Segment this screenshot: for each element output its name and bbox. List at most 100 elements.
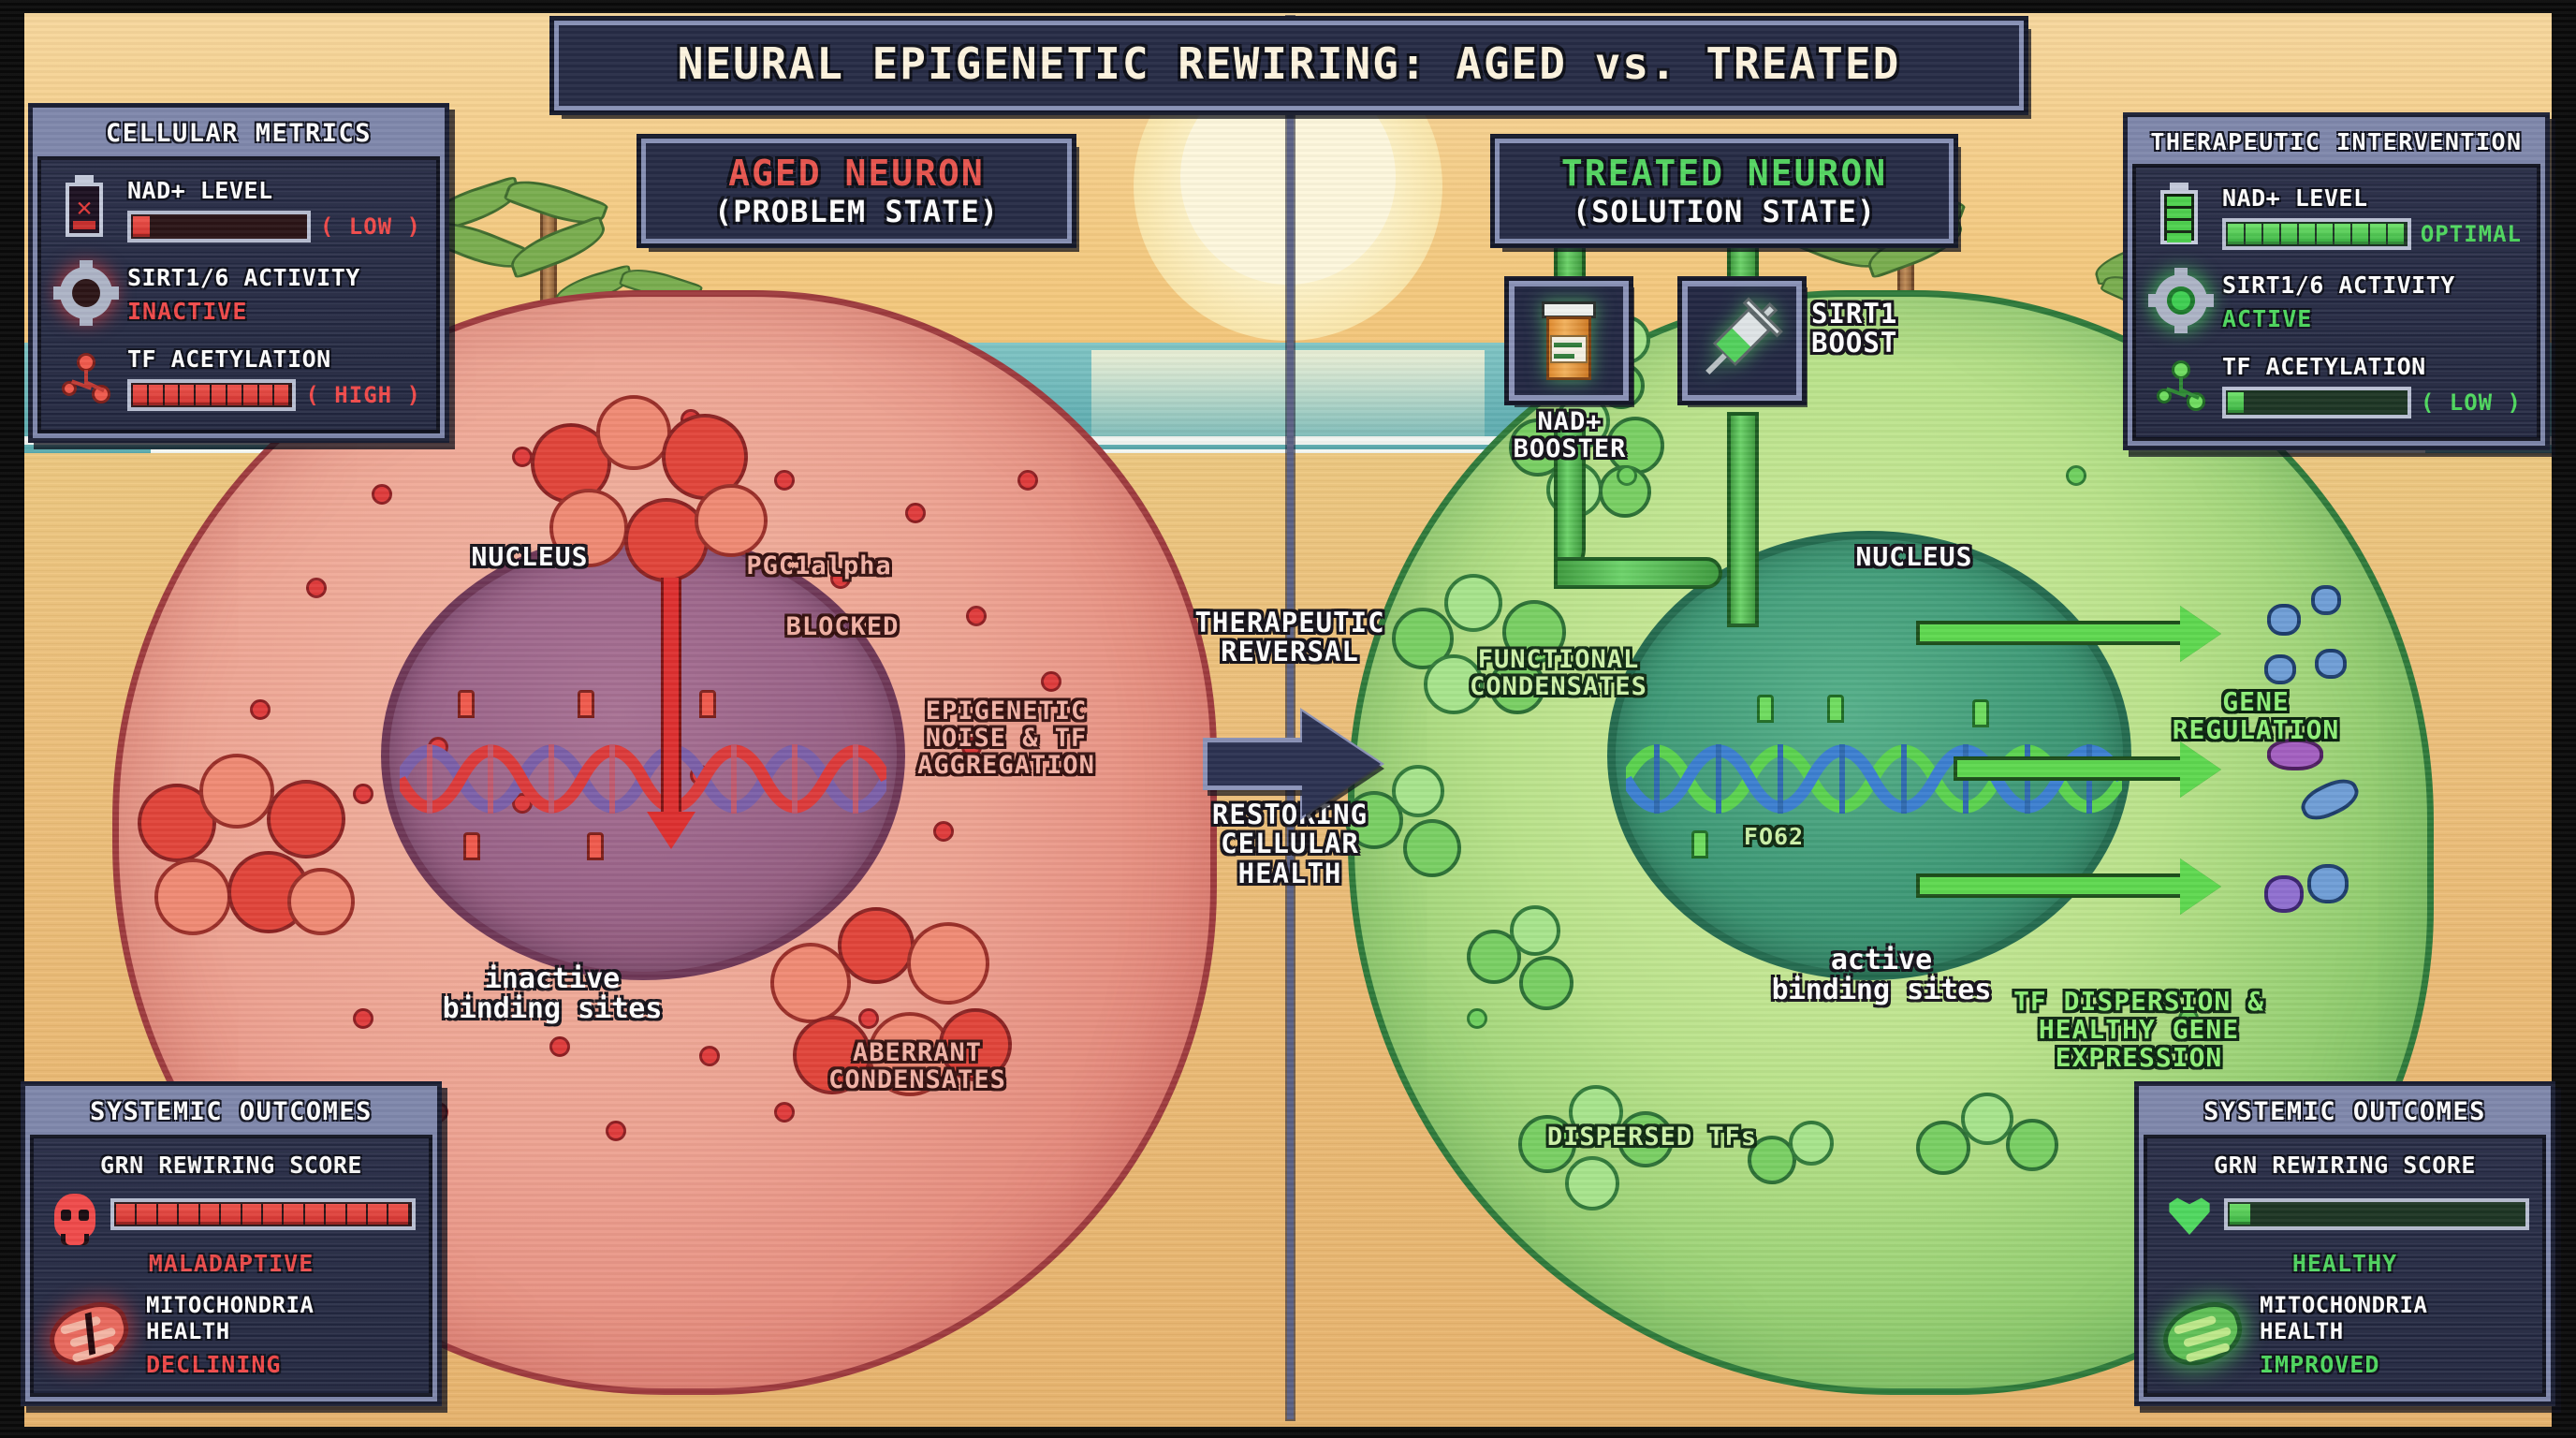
aged-binding-sites-label: inactive binding sites	[442, 962, 663, 1026]
bar-segment	[326, 1204, 345, 1225]
grn-status: HEALTHY	[2291, 1250, 2398, 1277]
nad-level-tag: OPTIMAL	[2420, 221, 2522, 247]
grn-score-label: GRN REWIRING SCORE	[100, 1152, 362, 1179]
bar-segment	[2245, 224, 2261, 244]
left-systemic-outcomes-panel: SYSTEMIC OUTCOMES GRN REWIRING SCORE MAL…	[21, 1081, 442, 1406]
left-outcomes-title: SYSTEMIC OUTCOMES	[90, 1097, 373, 1126]
treated-nucleus-label: NUCLEUS	[1855, 541, 1973, 572]
mito-health-label: MITOCHONDRIA HEALTH	[2260, 1292, 2428, 1344]
aged-banner-title: AGED NEURON	[728, 153, 985, 194]
sirt1-delivery-tube	[1727, 412, 1759, 627]
blocked-label: BLOCKED	[785, 612, 900, 641]
bar-segment	[179, 1204, 198, 1225]
bar-segment	[242, 385, 257, 405]
mitochondria-damaged-icon	[42, 1295, 136, 1373]
tf-acetylation-bar	[127, 379, 297, 411]
functional-condensate	[1916, 1093, 2075, 1214]
bar-segment	[2387, 224, 2404, 244]
gene-regulation-arrow	[1916, 606, 2253, 666]
tf-dispersion-label: TF DISPERSION & HEALTHY GENE EXPRESSION	[2013, 986, 2264, 1074]
tf-acetylation-tag: ( LOW )	[2420, 389, 2522, 416]
grn-score-bar	[110, 1198, 416, 1230]
functional-condensate	[1518, 1083, 1696, 1224]
functional-condensate	[1345, 765, 1504, 896]
gear-glow-icon	[2148, 268, 2214, 333]
bar-segment	[2228, 224, 2244, 244]
syringe-icon	[1681, 280, 1803, 402]
metric-nad-level: ✕ NAD+ LEVEL ( LOW )	[56, 175, 421, 242]
bar-segment	[221, 1204, 241, 1225]
pgc1alpha-condensate-label: PGC1alpha	[746, 551, 892, 580]
bar-segment	[2351, 224, 2368, 244]
gene-regulation-arrow	[1916, 858, 2253, 918]
bar-segment	[157, 1204, 178, 1225]
metric-label: NAD+ LEVEL	[127, 177, 273, 204]
heart-icon	[2160, 1188, 2211, 1240]
functional-condensates-label: FUNCTIONAL CONDENSATES	[1470, 645, 1647, 702]
gene-regulation-arrow	[1954, 741, 2262, 801]
nucleus-tf-label: FO62	[1743, 823, 1805, 850]
skull-icon	[47, 1188, 97, 1245]
epigenetic-noise-label: EPIGENETIC NOISE & TF AGGREGATION	[917, 697, 1095, 781]
metric-label: TF ACETYLATION	[127, 345, 331, 373]
mito-status: IMPROVED	[2260, 1351, 2380, 1378]
bar-segment	[2316, 224, 2333, 244]
aberrant-condensate	[512, 386, 783, 592]
page-title: NEURAL EPIGENETIC REWIRING: AGED vs. TRE…	[677, 38, 1901, 89]
metric-nad-level: NAD+ LEVEL OPTIMAL	[2151, 183, 2522, 250]
bar-segment	[148, 385, 163, 405]
metric-sirt-activity: SIRT1/6 ACTIVITY INACTIVE	[53, 260, 421, 326]
bar-segment	[304, 1204, 325, 1225]
nad-level-tag: ( LOW )	[319, 213, 421, 240]
gene-regulation-label: GENE REGULATION	[2172, 686, 2340, 746]
bar-segment	[2369, 224, 2386, 244]
tf-acetylation-tag: ( HIGH )	[305, 382, 421, 408]
bar-segment	[262, 1204, 283, 1225]
restoring-health-label: RESTORING CELLULAR HEALTH	[1211, 799, 1368, 889]
metric-label: SIRT1/6 ACTIVITY	[127, 263, 360, 291]
center-divider	[1287, 17, 1294, 1419]
bar-segment	[346, 1204, 367, 1225]
grn-score-bar	[2224, 1198, 2529, 1230]
metric-label: NAD+ LEVEL	[2222, 184, 2368, 212]
functional-condensate	[1392, 568, 1588, 727]
pill-bottle-icon	[1540, 301, 1598, 380]
metric-sirt-activity: SIRT1/6 ACTIVITY ACTIVE	[2148, 268, 2522, 333]
metric-tf-acetylation: TF ACETYLATION ( HIGH )	[56, 345, 421, 411]
therapeutic-panel-title: THERAPEUTIC INTERVENTION	[2150, 128, 2523, 155]
mito-status: DECLINING	[146, 1351, 282, 1378]
bar-segment	[212, 385, 226, 405]
cellular-metrics-title: CELLULAR METRICS	[105, 119, 373, 148]
tf-acetylation-bar	[2222, 387, 2411, 418]
bar-segment	[274, 385, 289, 405]
grn-status: MALADAPTIVE	[148, 1250, 315, 1277]
tf-molecule-icon	[2151, 355, 2209, 417]
blocked-transport-arrow	[643, 578, 699, 877]
nad-booster-device[interactable]	[1504, 276, 1633, 405]
aberrant-condensates-label: ABERRANT CONDENSATES	[828, 1038, 1006, 1095]
metric-tf-acetylation: TF ACETYLATION ( LOW )	[2151, 353, 2522, 418]
grn-score-label: GRN REWIRING SCORE	[2214, 1152, 2476, 1179]
dispersed-tfs-label: DISPERSED TFs	[1546, 1123, 1758, 1152]
sirt-status: INACTIVE	[127, 297, 248, 325]
main-title-banner: NEURAL EPIGENETIC REWIRING: AGED vs. TRE…	[549, 16, 2028, 115]
right-arrow-icon	[1203, 708, 1384, 820]
bar-segment	[242, 1204, 261, 1225]
nad-booster-label: NAD+ BOOSTER	[1513, 407, 1627, 464]
bar-segment	[2334, 224, 2350, 244]
sirt-status: ACTIVE	[2222, 304, 2313, 332]
bar-segment	[199, 1204, 220, 1225]
bar-segment	[133, 385, 147, 405]
battery-empty-icon: ✕	[56, 175, 114, 241]
therapeutic-intervention-panel: THERAPEUTIC INTERVENTION NAD+ LEVEL OPTI…	[2123, 112, 2550, 450]
functional-condensate	[1467, 905, 1617, 1027]
sirt1-boost-device[interactable]	[1677, 276, 1807, 405]
aged-nucleus-label: NUCLEUS	[471, 541, 589, 572]
metric-label: SIRT1/6 ACTIVITY	[2222, 271, 2455, 299]
bar-segment	[196, 385, 211, 405]
treated-binding-sites-label: active binding sites	[1771, 944, 1992, 1007]
right-systemic-outcomes-panel: SYSTEMIC OUTCOMES GRN REWIRING SCORE HEA…	[2134, 1081, 2555, 1406]
bar-segment	[180, 385, 195, 405]
gear-broken-icon	[53, 260, 119, 326]
